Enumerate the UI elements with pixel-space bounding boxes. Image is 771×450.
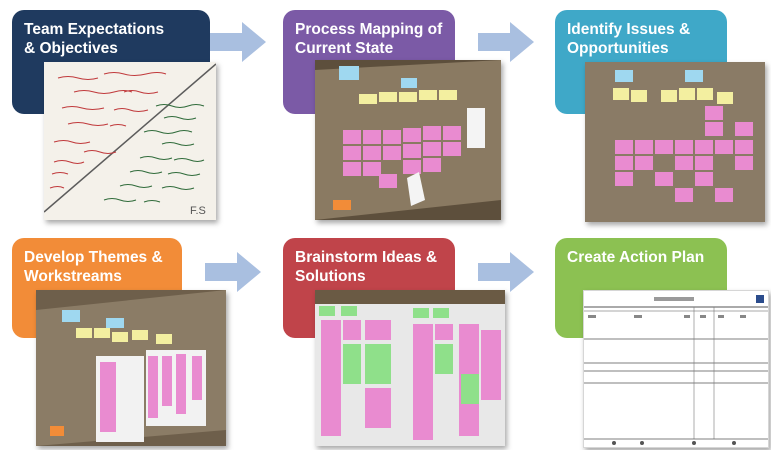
step-4-title-line1: Develop Themes & (24, 249, 163, 266)
arrow-icon (478, 22, 534, 62)
action-plan-table-drawing (584, 291, 768, 447)
step-1-whiteboard-photo: F.S (44, 62, 216, 220)
whiteboard-drawing: F.S (44, 63, 216, 217)
sticky-wall-drawing-2 (315, 60, 501, 220)
whiteboard-corner-text: F.S (190, 205, 206, 217)
step-4-sticky-wall-photo (36, 290, 226, 446)
step-2-title-line2: Current State (295, 40, 394, 57)
step-2-sticky-wall-photo (315, 60, 501, 220)
arrow-icon (478, 252, 534, 292)
step-2-title-line1: Process Mapping of (295, 21, 443, 38)
step-5-title-line2: Solutions (295, 268, 366, 285)
sticky-wall-drawing-4 (36, 290, 226, 446)
arrow-icon (205, 252, 261, 292)
step-3-sticky-wall-photo (585, 62, 765, 222)
step-3-title-line2: Opportunities (567, 40, 669, 57)
sticky-board-drawing-5 (315, 290, 505, 446)
arrow-icon (210, 22, 266, 62)
step-5-title-line1: Brainstorm Ideas & (295, 249, 438, 266)
step-6-action-plan-document (583, 290, 769, 448)
step-4-title-line2: Workstreams (24, 268, 122, 285)
step-1-title-line2: & Objectives (24, 40, 118, 57)
step-5-sticky-board-photo (315, 290, 505, 446)
step-1-title-line1: Team Expectations (24, 21, 165, 38)
step-3-title-line1: Identify Issues & (567, 21, 691, 38)
sticky-wall-drawing-3 (585, 62, 765, 222)
step-6-title-line1: Create Action Plan (567, 249, 705, 266)
